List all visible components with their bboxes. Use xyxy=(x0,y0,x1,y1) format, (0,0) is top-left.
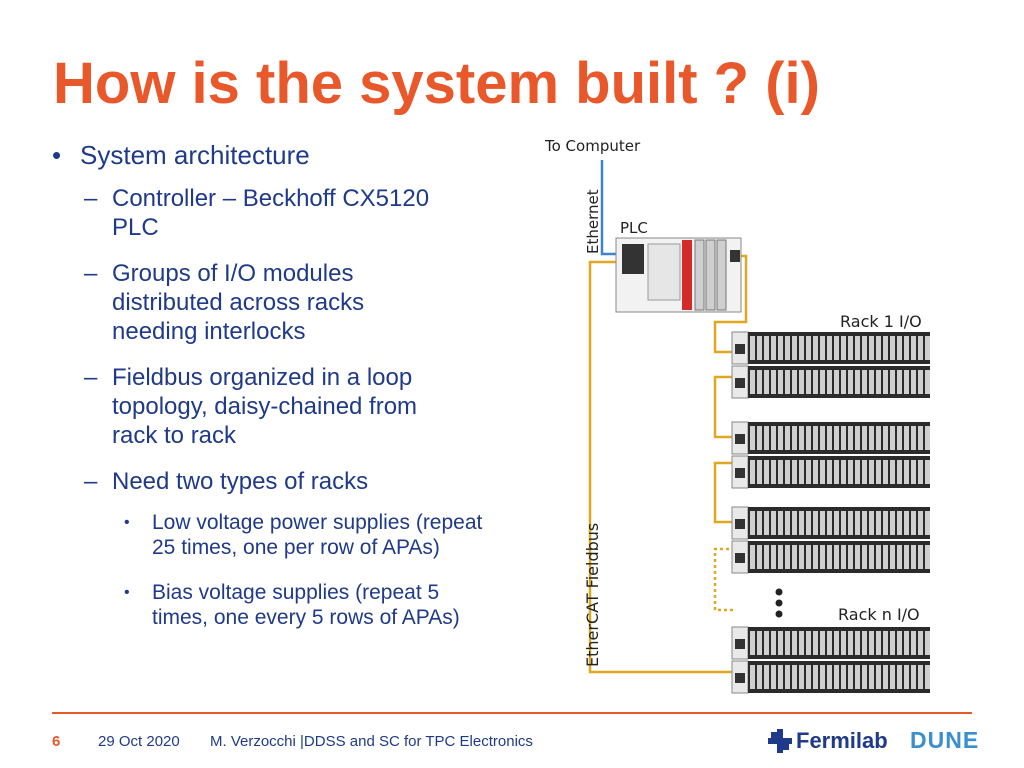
ethercat-cables xyxy=(588,254,748,674)
dash-marker: – xyxy=(84,185,98,212)
sub-bullet-text: Need two types of racks xyxy=(112,468,369,495)
page-number: 6 xyxy=(52,733,61,750)
io-rack xyxy=(731,331,930,399)
footer-author: M. Verzocchi |DDSS and SC for TPC Electr… xyxy=(210,733,533,750)
bullet-marker: • xyxy=(52,140,62,170)
io-rack xyxy=(731,626,930,694)
bullet-list: • System architecture – Controller – Bec… xyxy=(52,140,512,650)
rack-1-label: Rack 1 I/O xyxy=(840,312,922,331)
io-rack xyxy=(731,421,930,489)
dash-marker: – xyxy=(84,260,98,287)
sub-bullet-text: Groups of I/O modules distributed across… xyxy=(112,260,365,345)
footer-date: 29 Oct 2020 xyxy=(98,733,180,750)
to-computer-label: To Computer xyxy=(544,137,641,155)
system-architecture-diagram: To Computer Ethernet PLC Rack 1 I/O Rack… xyxy=(544,137,930,694)
sub-sub-bullet-low-voltage: • Low voltage power supplies (repeat 25 … xyxy=(52,510,497,560)
plc-unit xyxy=(615,237,742,313)
sub-bullet-io-modules: – Groups of I/O modules distributed acro… xyxy=(52,259,452,346)
ellipsis-dot xyxy=(775,599,783,607)
sub-sub-bullet-bias-voltage: • Bias voltage supplies (repeat 5 times,… xyxy=(52,580,497,630)
ethernet-cable xyxy=(600,160,618,256)
bullet-system-architecture: • System architecture xyxy=(52,140,512,170)
plc-label: PLC xyxy=(620,219,648,237)
sub-sub-bullet-text: Low voltage power supplies (repeat 25 ti… xyxy=(152,511,483,559)
fermilab-logo: Fermilab xyxy=(768,727,888,755)
dash-marker: – xyxy=(84,364,98,391)
rack-n-label: Rack n I/O xyxy=(838,605,920,624)
dash-marker: – xyxy=(84,468,98,495)
sub-bullet-text: Controller – Beckhoff CX5120 PLC xyxy=(112,185,430,241)
fermilab-icon xyxy=(768,729,792,753)
bullet-text: System architecture xyxy=(80,140,310,170)
sub-bullet-fieldbus: – Fieldbus organized in a loop topology,… xyxy=(52,363,452,450)
slide-title: How is the system built ? (i) xyxy=(53,51,820,116)
small-bullet-marker: • xyxy=(124,584,130,601)
sub-bullet-controller: – Controller – Beckhoff CX5120 PLC xyxy=(52,184,452,242)
fermilab-wordmark: Fermilab xyxy=(796,728,888,753)
ethernet-label: Ethernet xyxy=(584,189,602,254)
ethercat-fieldbus-label: EtherCAT Fieldbus xyxy=(583,523,602,667)
ellipsis-dot xyxy=(775,588,783,596)
sub-sub-bullet-text: Bias voltage supplies (repeat 5 times, o… xyxy=(152,581,460,629)
dune-logo: DUNE xyxy=(910,727,980,753)
footer-rule xyxy=(52,712,972,714)
io-rack xyxy=(731,506,930,574)
sub-bullet-text: Fieldbus organized in a loop topology, d… xyxy=(112,364,418,449)
sub-bullet-rack-types: – Need two types of racks xyxy=(52,467,452,496)
ellipsis-dot xyxy=(775,610,783,618)
small-bullet-marker: • xyxy=(124,514,130,531)
